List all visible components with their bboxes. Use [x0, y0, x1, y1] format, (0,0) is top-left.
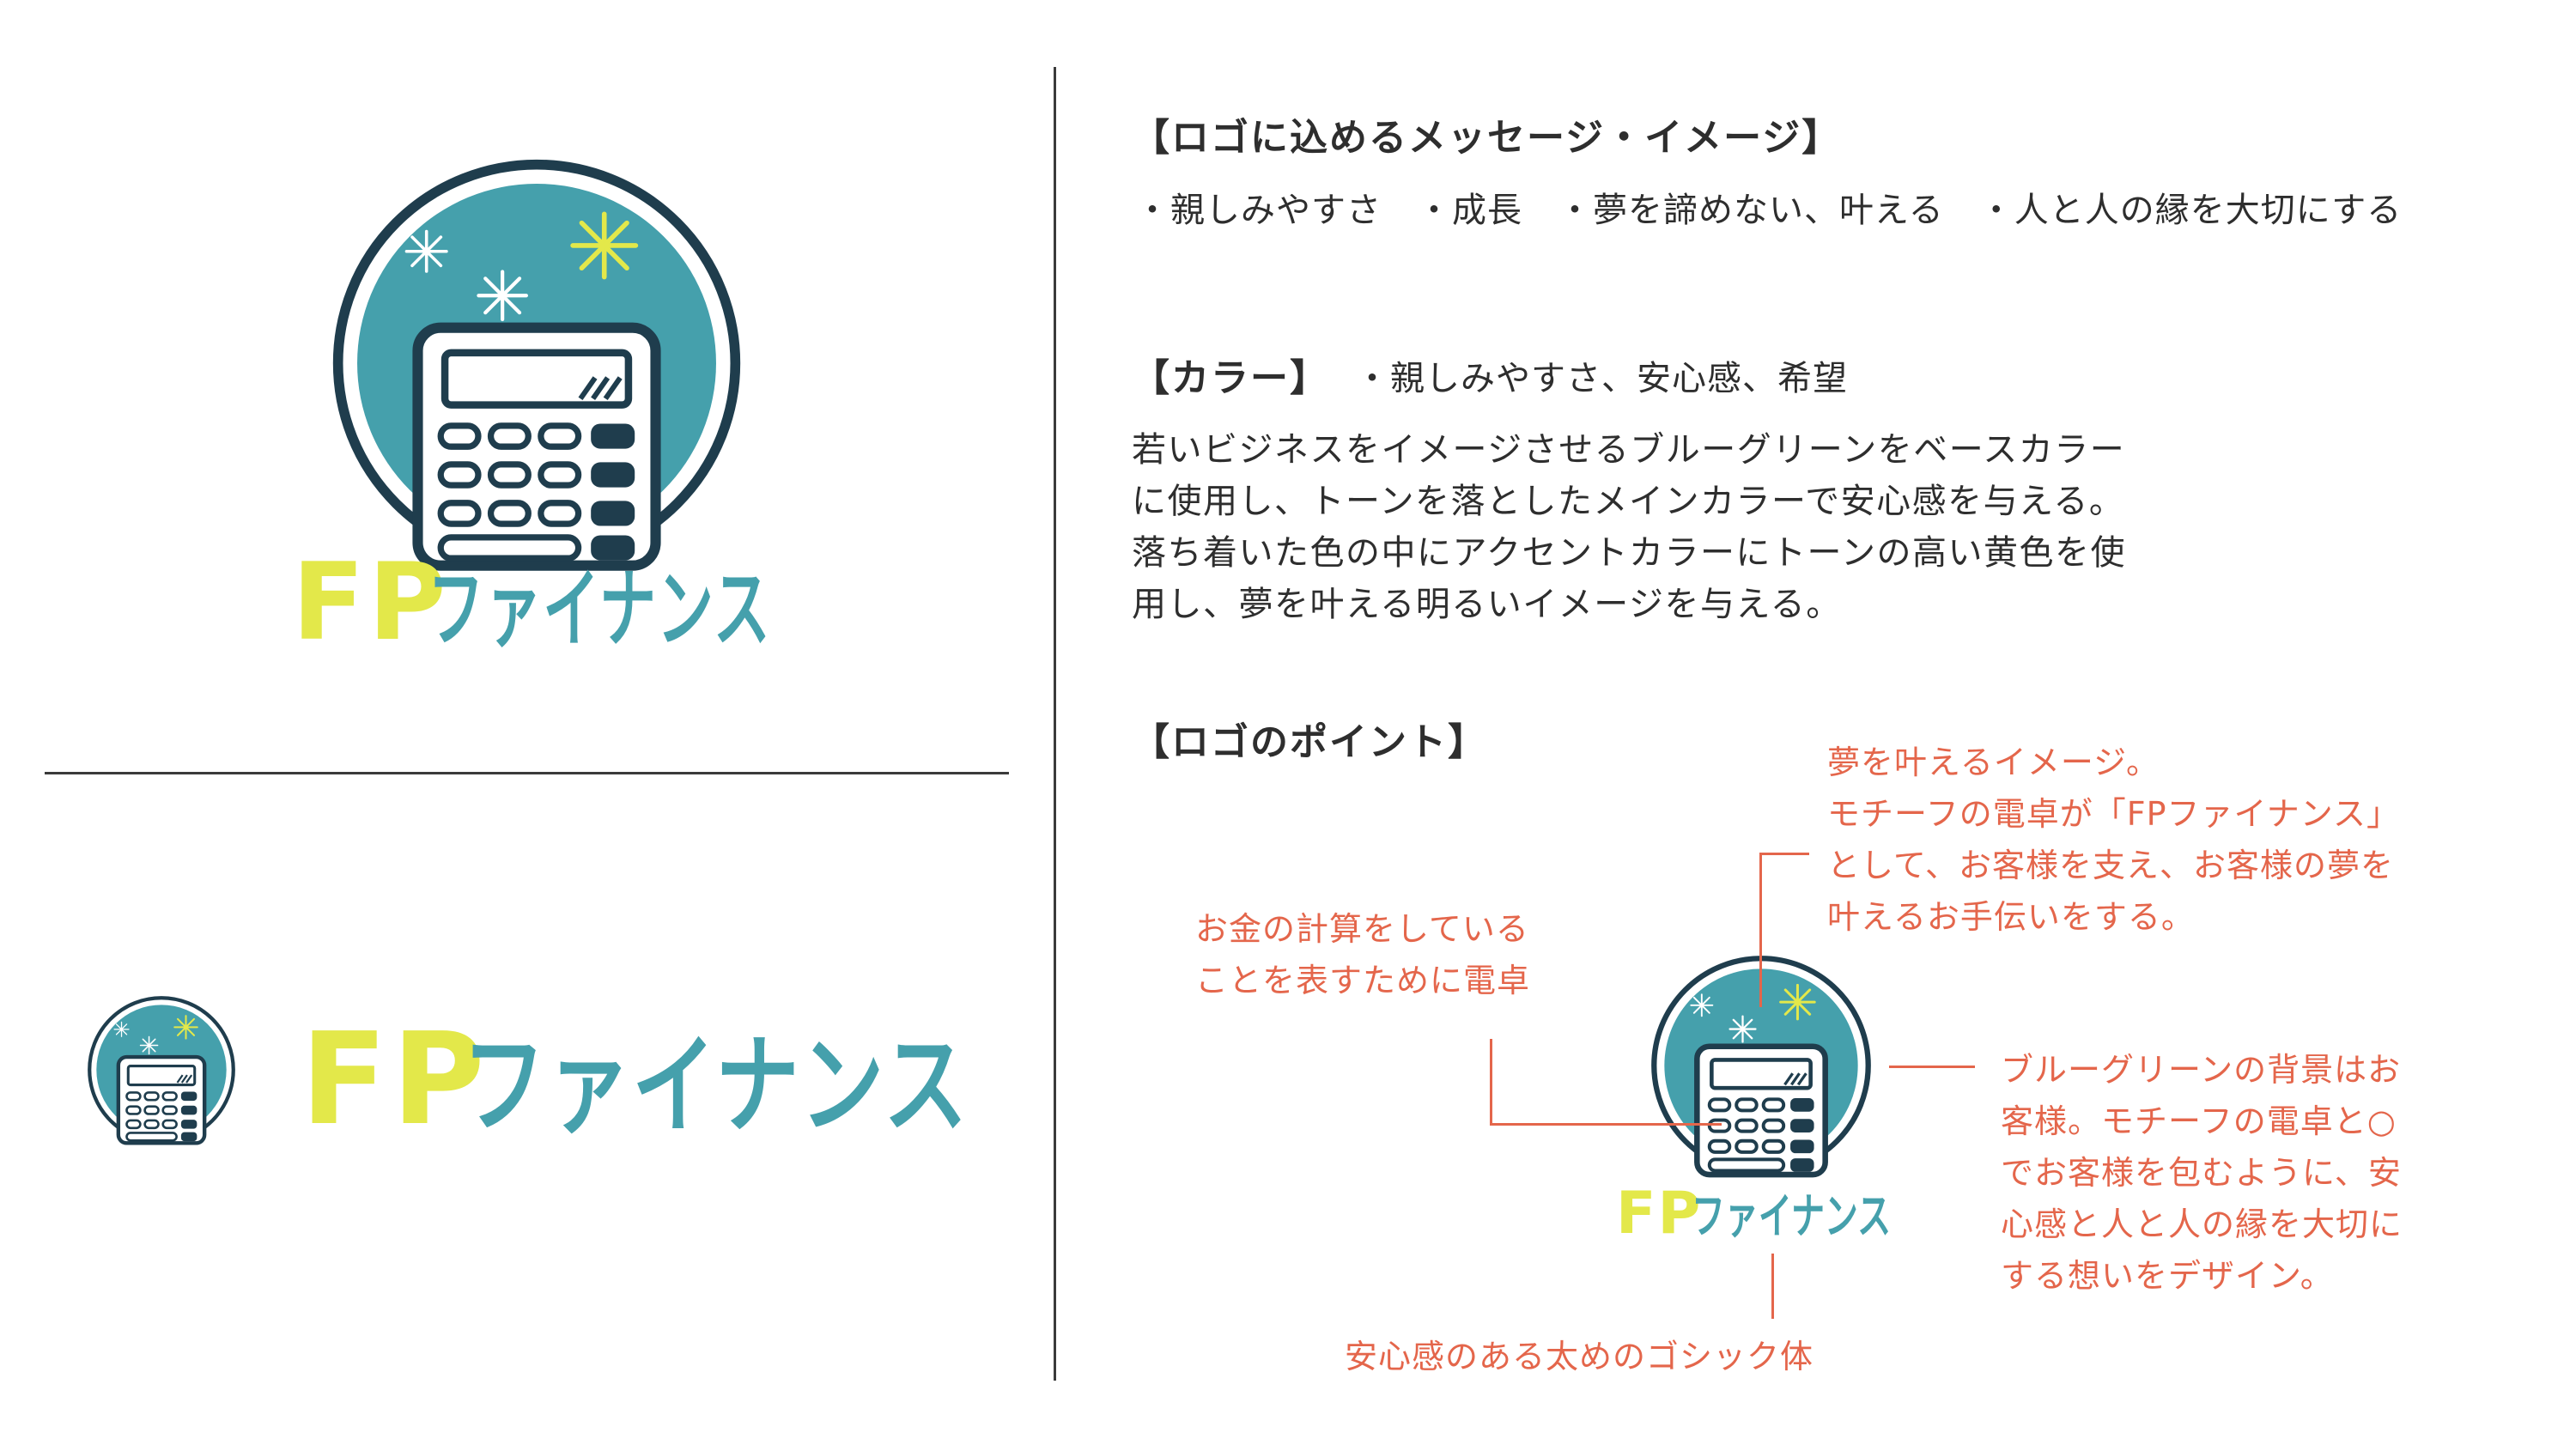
- note-line: 心感と人と人の縁を大切に: [2001, 1205, 2403, 1243]
- leader-calculator-vertical: [1490, 1039, 1492, 1125]
- leader-dream-vertical: [1759, 853, 1762, 1007]
- color-description-line: 落ち着いた色の中にアクセントカラーにトーンの高い黄色を使: [1132, 533, 2126, 573]
- note-line: ことを表すために電卓: [1195, 962, 1531, 999]
- logo-wordmark-annotated: FP ファイナンス: [1616, 1180, 1891, 1245]
- note-font: 安心感のある太めのゴシック体: [1345, 1331, 1814, 1382]
- color-description-line: 若いビジネスをイメージさせるブルーグリーンをベースカラー: [1132, 430, 2126, 470]
- note-line: モチーフの電卓が「FPファイナンス」: [1827, 795, 2400, 833]
- note-line: 叶えるお手伝いをする。: [1827, 898, 2195, 936]
- note-line: として、お客様を支え、お客様の夢を: [1827, 847, 2394, 884]
- note-line: ブルーグリーンの背景はお: [2001, 1051, 2402, 1089]
- note-line: 夢を叶えるイメージ。: [1827, 744, 2160, 781]
- logo-fp-text: FP: [292, 549, 450, 653]
- logo-fp-text-horizontal: FP: [301, 1013, 489, 1142]
- logo-kana-text: ファイナンス: [428, 559, 771, 653]
- color-description-line: 用し、夢を叶える明るいイメージを与える。: [1132, 585, 1842, 624]
- leader-calculator-horizontal: [1490, 1123, 1722, 1126]
- note-calculator: お金の計算をしている ことを表すために電卓: [1195, 903, 1530, 1006]
- color-description-line: に使用し、トーンを落としたメインカラーで安心感を与える。: [1132, 482, 2125, 521]
- message-heading: 【ロゴに込めるメッセージ・イメージ】: [1132, 116, 1842, 160]
- note-dream: 夢を叶えるイメージ。 モチーフの電卓が「FPファイナンス」 として、お客様を支え…: [1827, 737, 2400, 943]
- point-heading: 【ロゴのポイント】: [1132, 720, 1487, 764]
- leader-font: [1771, 1254, 1774, 1319]
- note-line: でお客様を包むように、安: [2001, 1154, 2402, 1192]
- note-line: 安心感のある太めのゴシック体: [1345, 1338, 1814, 1375]
- vertical-divider: [1054, 67, 1056, 1381]
- logo-emblem-small: [86, 994, 237, 1145]
- color-keywords: ・親しみやすさ、安心感、希望: [1355, 359, 1848, 398]
- logo-emblem: [328, 155, 745, 572]
- leader-background: [1889, 1066, 1975, 1068]
- logo-stacked: FP ファイナンス: [258, 0, 859, 653]
- logo-wordmark: FP ファイナンス: [292, 549, 771, 653]
- message-items: ・親しみやすさ ・成長 ・夢を諦めない、叶える ・人と人の縁を大切にする: [1135, 191, 2403, 230]
- note-line: する想いをデザイン。: [2001, 1257, 2334, 1295]
- note-line: 客様。モチーフの電卓と○: [2001, 1102, 2397, 1140]
- logo-kana-text-horizontal: ファイナンス: [462, 1023, 969, 1142]
- logo-wordmark-horizontal: FP ファイナンス: [301, 1013, 969, 1142]
- logo-annotated: FP ファイナンス: [1614, 944, 1923, 1254]
- note-background: ブルーグリーンの背景はお 客様。モチーフの電卓と○ でお客様を包むように、安 心…: [2001, 1044, 2403, 1302]
- leader-dream-horizontal: [1759, 853, 1809, 855]
- color-heading: 【カラー】: [1132, 356, 1329, 400]
- horizontal-divider: [45, 772, 1009, 774]
- note-line: お金の計算をしている: [1195, 910, 1529, 948]
- color-description: 若いビジネスをイメージさせるブルーグリーンをベースカラー に使用し、トーンを落と…: [1132, 424, 2126, 630]
- logo-horizontal: FP ファイナンス: [86, 987, 987, 1193]
- logo-fp-text-annotated: FP: [1616, 1180, 1702, 1245]
- logo-kana-text-annotated: ファイナンス: [1692, 1189, 1891, 1245]
